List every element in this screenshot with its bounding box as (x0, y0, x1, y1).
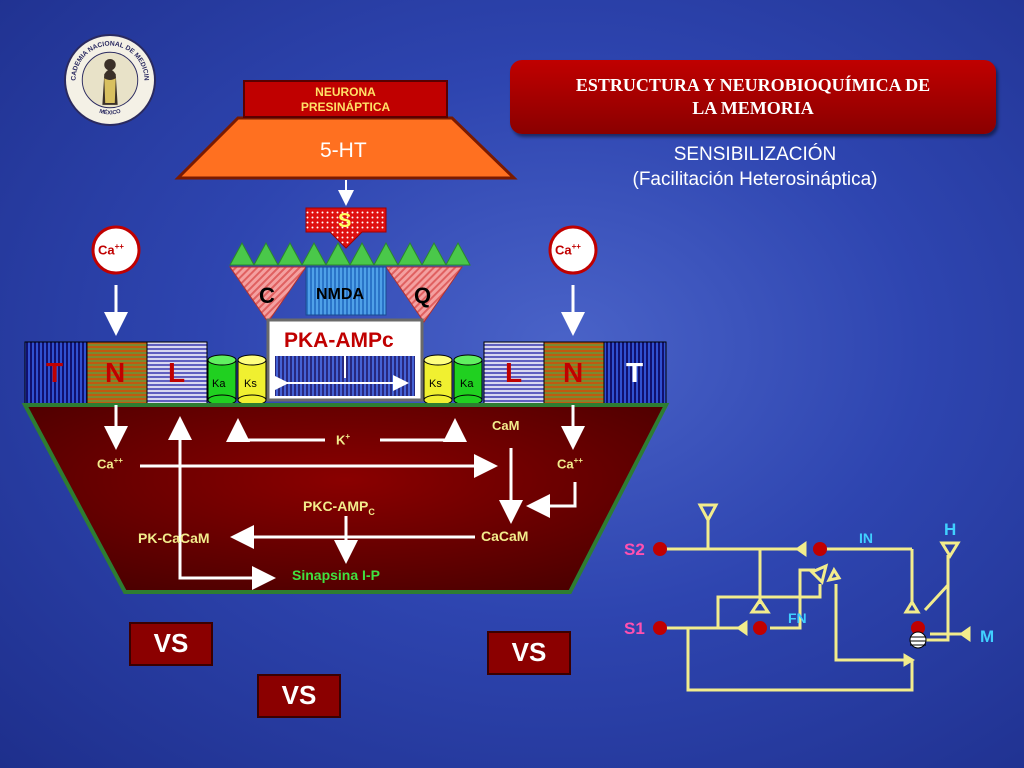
n-channel-right (543, 341, 605, 405)
vs-box-3: VS (257, 674, 341, 718)
title-line-1: ESTRUCTURA Y NEUROBIOQUÍMICA DE (575, 75, 931, 95)
c-receptor (229, 266, 307, 323)
k-channels-right (423, 354, 483, 406)
subtitle-line-2: (Facilitación Heterosináptica) (632, 169, 878, 190)
l-label-left: L (168, 357, 186, 388)
s-receptor (305, 207, 387, 249)
fn-label: FN (788, 610, 807, 626)
ks-label-left: Ks (244, 378, 257, 390)
logo-bottom-text: MÉXICO (98, 108, 122, 117)
ca-circle-left (91, 225, 141, 275)
l-label-right: L (505, 357, 523, 388)
ca-label-circle-right: Ca++ (555, 242, 581, 258)
s1-label: S1 (624, 619, 645, 638)
neuron-line-2: PRESINÁPTICA (300, 100, 391, 114)
l-channel-right (483, 341, 545, 405)
vs-box-2: VS (487, 631, 571, 675)
q-receptor (385, 266, 463, 323)
circuit-synapse-markers (697, 503, 971, 667)
academia-logo: ACADEMIA NACIONAL DE MEDICINA MÉXICO (64, 34, 156, 126)
t-channel-left (24, 341, 88, 405)
t-label-left: T (46, 357, 64, 388)
presynaptic-terminal (174, 116, 518, 180)
circuit-neurons (653, 542, 927, 649)
subtitle-line-1: SENSIBILIZACIÓN (673, 144, 837, 165)
s-receptor-label: S (338, 210, 352, 232)
ka-label-right: Ka (460, 378, 474, 390)
receptor-triangles (229, 241, 471, 266)
title-line-2: LA MEMORIA (692, 98, 814, 118)
subtitle: SENSIBILIZACIÓN (Facilitación Heterosiná… (560, 142, 950, 192)
cacam-label: CaCaM (481, 528, 529, 544)
pka-label: PKA-AMPc (280, 329, 398, 353)
transmitter-label: 5-HT (320, 139, 367, 162)
l-channel-left (146, 341, 208, 405)
ka-label-left: Ka (212, 378, 226, 390)
ca-label-cyto-left: Ca++ (97, 456, 123, 472)
k-channels-left (207, 354, 267, 406)
t-channel-right (603, 341, 667, 405)
pkc-label: PKC-AMPC (303, 498, 375, 517)
neural-circuit (660, 520, 970, 692)
nmda-receptor (305, 266, 387, 316)
c-receptor-label: C (259, 283, 275, 308)
k-label: K+ (336, 432, 351, 448)
ca-label-cyto-right: Ca++ (557, 456, 583, 472)
svg-text:MÉXICO: MÉXICO (98, 108, 122, 117)
nmda-label: NMDA (316, 286, 364, 303)
presynaptic-neuron-label: NEURONA PRESINÁPTICA (243, 80, 448, 118)
n-channel-left (86, 341, 148, 405)
cytosol (21, 403, 670, 594)
m-label: M (980, 627, 995, 646)
t-label-right: T (626, 357, 644, 388)
n-label-left: N (105, 357, 126, 388)
h-label: H (944, 520, 957, 539)
ca-circle-right (548, 225, 598, 275)
seal-figure-icon: ACADEMIA NACIONAL DE MEDICINA MÉXICO (66, 36, 150, 117)
neuron-line-1: NEURONA (315, 85, 376, 99)
sinapsina-label: Sinapsina I-P (292, 567, 380, 583)
q-receptor-label: Q (414, 283, 432, 308)
pkcacam-label: PK-CaCaM (138, 530, 210, 546)
ca-label-circle-left: Ca++ (98, 242, 124, 258)
ks-label-right: Ks (429, 378, 442, 390)
n-label-right: N (563, 357, 584, 388)
s2-label: S2 (624, 540, 645, 559)
cam-label: CaM (492, 418, 520, 433)
vs-box-1: VS (129, 622, 213, 666)
title-box: ESTRUCTURA Y NEUROBIOQUÍMICA DE LA MEMOR… (510, 60, 996, 134)
in-label: IN (859, 530, 873, 546)
